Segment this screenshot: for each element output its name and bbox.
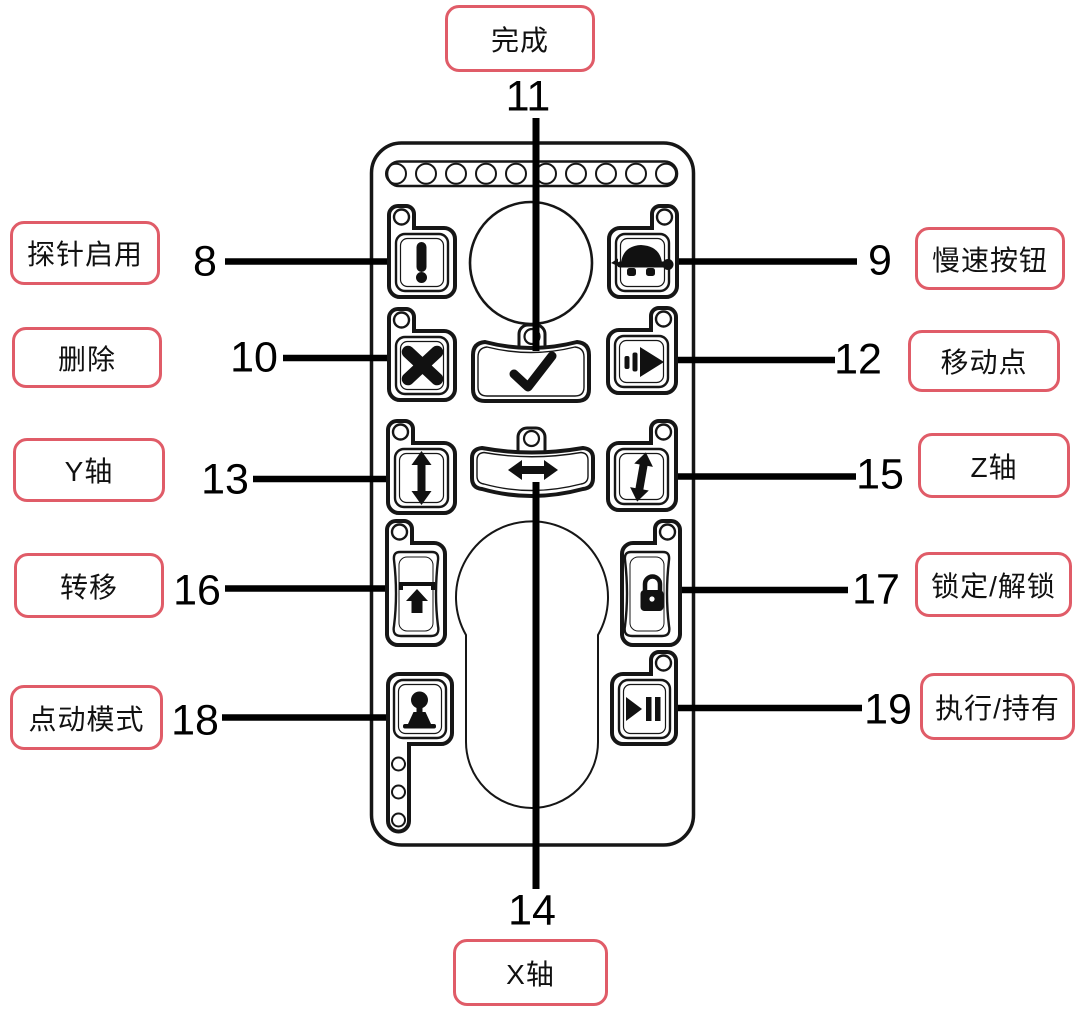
label-delete: 删除 bbox=[12, 327, 162, 388]
jog-mode-button bbox=[386, 672, 454, 834]
callout-number-17: 17 bbox=[852, 565, 900, 614]
callout-number-16: 16 bbox=[173, 566, 221, 615]
callout-number-13: 13 bbox=[201, 455, 249, 504]
callout-number-18: 18 bbox=[171, 696, 219, 745]
z-axis-arrow-icon bbox=[630, 452, 653, 502]
callout-number-14: 14 bbox=[508, 886, 556, 935]
delete-button bbox=[387, 307, 457, 402]
callout-number-11: 11 bbox=[505, 72, 551, 121]
delete-x-icon bbox=[401, 345, 444, 386]
shift-button bbox=[385, 519, 447, 647]
label-probe-enable: 探针启用 bbox=[10, 221, 160, 285]
label-run-hold: 执行/持有 bbox=[920, 673, 1075, 740]
run-hold-button bbox=[610, 650, 678, 746]
label-jog-mode: 点动模式 bbox=[10, 685, 163, 750]
jog-joystick-icon bbox=[403, 691, 436, 729]
callout-number-15: 15 bbox=[856, 450, 904, 499]
label-y-axis: Y轴 bbox=[13, 438, 165, 502]
callout-number-9: 9 bbox=[868, 236, 892, 285]
label-move-point: 移动点 bbox=[908, 330, 1060, 392]
turtle-slow-icon bbox=[611, 245, 674, 276]
callout-lines bbox=[222, 258, 862, 721]
z-axis-button bbox=[606, 419, 678, 512]
callout-number-19: 19 bbox=[864, 685, 912, 734]
probe-exclamation-icon bbox=[416, 242, 427, 283]
label-transfer: 转移 bbox=[14, 553, 164, 618]
play-pause-icon bbox=[626, 697, 661, 721]
x-axis-button bbox=[470, 426, 595, 498]
callout-number-12: 12 bbox=[834, 335, 882, 384]
lock-unlock-button bbox=[620, 519, 682, 647]
label-z-axis: Z轴 bbox=[918, 433, 1070, 498]
move-point-icon bbox=[624, 347, 664, 377]
lock-icon bbox=[640, 574, 664, 611]
callout-number-10: 10 bbox=[230, 333, 278, 382]
label-x-axis: X轴 bbox=[453, 939, 608, 1006]
check-icon bbox=[509, 351, 557, 392]
grip-cutout bbox=[455, 520, 609, 809]
y-axis-button bbox=[386, 419, 457, 515]
probe-enable-button bbox=[387, 204, 457, 299]
move-point-button bbox=[606, 306, 678, 395]
label-lock-unlock: 锁定/解锁 bbox=[915, 552, 1072, 617]
x-axis-arrow-icon bbox=[508, 460, 558, 480]
y-axis-arrow-icon bbox=[411, 451, 432, 505]
slow-button bbox=[607, 204, 679, 299]
label-complete: 完成 bbox=[445, 5, 595, 72]
callout-number-8: 8 bbox=[193, 237, 217, 286]
label-slow-button: 慢速按钮 bbox=[915, 227, 1065, 290]
shift-up-icon bbox=[399, 582, 435, 613]
